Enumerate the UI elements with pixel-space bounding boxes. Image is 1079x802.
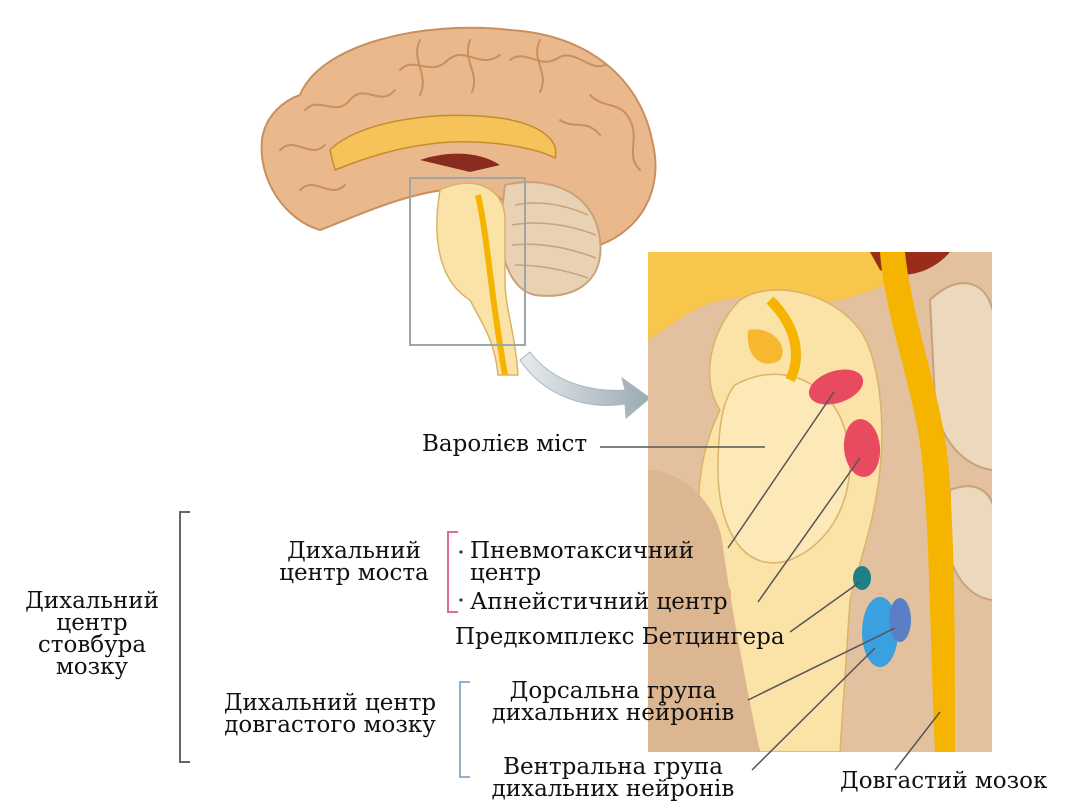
inset-view [648, 252, 995, 752]
pons-bracket [448, 532, 458, 612]
brainstem-respiratory-center-label: Дихальний центр стовбура мозку [8, 590, 176, 678]
pre-botzinger-marker [853, 566, 871, 590]
pneumotaxic-line-2: центр [470, 562, 694, 584]
brainstem-center-line-1: Дихальний [8, 590, 176, 612]
apneustic-dot [459, 598, 462, 601]
medulla-center-line-2: довгастого мозку [208, 714, 452, 736]
brainstem-center-line-3: стовбура [8, 634, 176, 656]
brainstem-center-line-4: мозку [8, 656, 176, 678]
ventral-group-line-2: дихальних нейронів [478, 778, 748, 800]
brainstem-center-line-2: центр [8, 612, 176, 634]
dorsal-group-label: Дорсальна група дихальних нейронів [478, 680, 748, 724]
medulla-center-line-1: Дихальний центр [208, 692, 452, 714]
zoom-arrow [520, 352, 650, 418]
ventral-group-line-1: Вентральна група [478, 756, 748, 778]
pons-respiratory-center-label: Дихальний центр моста [268, 540, 440, 584]
pre-botzinger-label: Предкомплекс Бетцингера [455, 626, 785, 648]
ventral-group-label: Вентральна група дихальних нейронів [478, 756, 748, 800]
outer-bracket [180, 512, 190, 762]
pons-center-line-1: Дихальний [268, 540, 440, 562]
apneustic-center-label: Апнейстичний центр [470, 591, 728, 613]
dorsal-group-line-1: Дорсальна група [478, 680, 748, 702]
pneumotaxic-center-label: Пневмотаксичний центр [470, 540, 694, 584]
pons-label: Варолієв міст [422, 433, 587, 455]
whole-brain [262, 28, 656, 418]
medulla-respiratory-center-label: Дихальний центр довгастого мозку [208, 692, 452, 736]
medulla-label: Довгастий мозок [840, 770, 1047, 792]
medulla-bracket [460, 682, 470, 777]
dorsal-group-line-2: дихальних нейронів [478, 702, 748, 724]
pons-center-line-2: центр моста [268, 562, 440, 584]
pneumotaxic-line-1: Пневмотаксичний [470, 540, 694, 562]
pneumotaxic-dot [459, 550, 462, 553]
dorsal-group-marker [889, 598, 911, 642]
